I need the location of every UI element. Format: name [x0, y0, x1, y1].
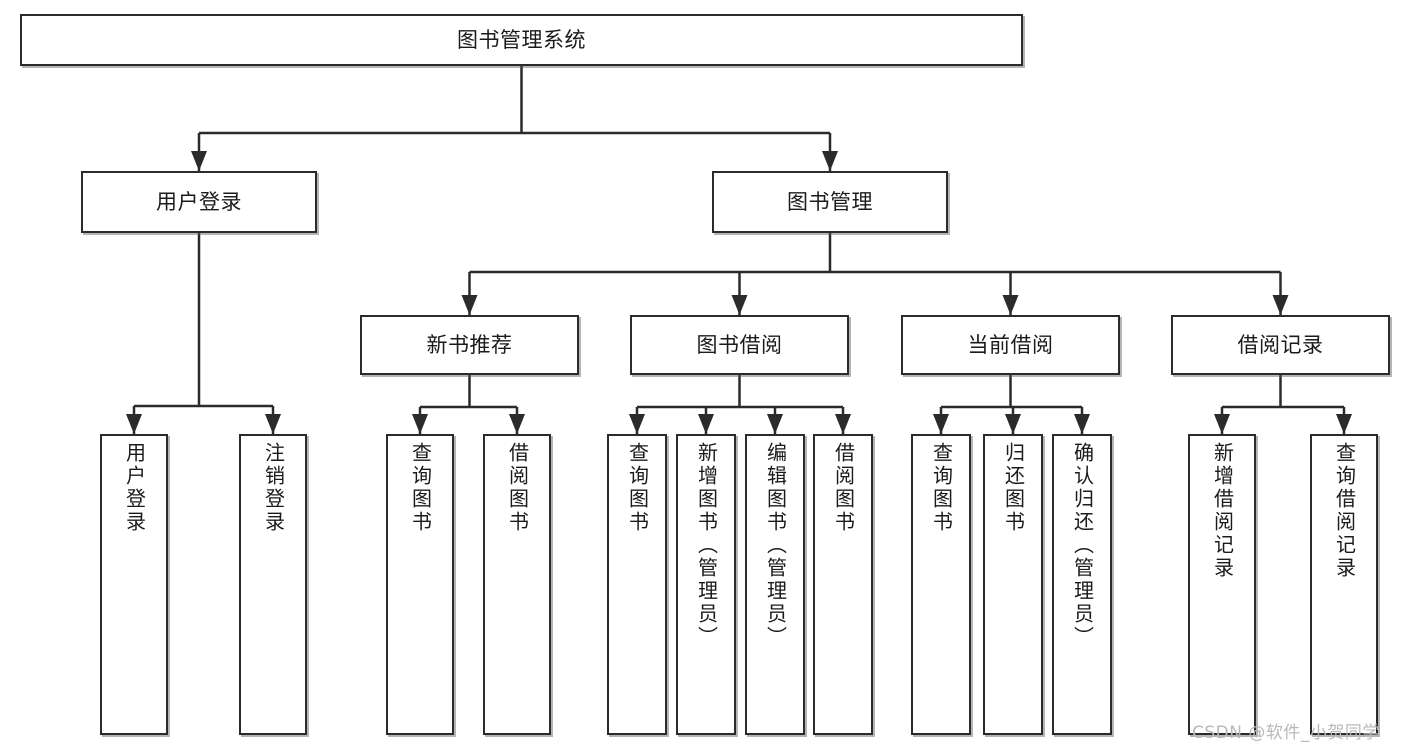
node-label: 新增借阅记录: [1210, 442, 1235, 580]
node-leaf-bor-4[interactable]: 借阅图书: [813, 434, 873, 735]
node-label: 借阅图书: [831, 442, 856, 534]
edge-arrowhead: [1336, 414, 1352, 434]
node-current[interactable]: 当前借阅: [901, 315, 1120, 375]
node-leaf-login-2[interactable]: 注销登录: [239, 434, 307, 735]
edge-arrowhead: [1005, 414, 1021, 434]
edge-arrowhead: [412, 414, 428, 434]
node-leaf-bor-1[interactable]: 查询图书: [607, 434, 667, 735]
node-label: 查询图书: [929, 442, 954, 534]
node-borrow[interactable]: 图书借阅: [630, 315, 849, 375]
node-records[interactable]: 借阅记录: [1171, 315, 1390, 375]
node-label: 查询借阅记录: [1332, 442, 1357, 580]
node-newbooks[interactable]: 新书推荐: [360, 315, 579, 375]
node-leaf-bor-3[interactable]: 编辑图书（管理员）: [745, 434, 805, 735]
node-leaf-rec-2[interactable]: 查询借阅记录: [1310, 434, 1378, 735]
node-label: 借阅图书: [505, 442, 530, 534]
node-label: 归还图书: [1001, 442, 1026, 534]
node-label: 编辑图书（管理员）: [763, 442, 788, 649]
edge-arrowhead: [767, 414, 783, 434]
node-label: 查询图书: [408, 442, 433, 534]
node-label: 用户登录: [122, 442, 147, 534]
edge-arrowhead: [509, 414, 525, 434]
node-label: 图书管理: [787, 189, 873, 214]
node-label: 图书管理系统: [457, 27, 586, 52]
node-login[interactable]: 用户登录: [81, 171, 317, 233]
node-bookmgmt[interactable]: 图书管理: [712, 171, 948, 233]
node-label: 新书推荐: [426, 332, 513, 357]
edge-arrowhead: [1214, 414, 1230, 434]
node-label: 新增图书（管理员）: [694, 442, 719, 649]
node-label: 用户登录: [156, 189, 242, 214]
edge-arrowhead: [629, 414, 645, 434]
node-leaf-rec-1[interactable]: 新增借阅记录: [1188, 434, 1256, 735]
node-label: 当前借阅: [967, 332, 1054, 357]
edge-arrowhead: [698, 414, 714, 434]
node-root[interactable]: 图书管理系统: [20, 14, 1023, 66]
node-leaf-cur-1[interactable]: 查询图书: [911, 434, 971, 735]
edge-arrowhead: [822, 151, 838, 171]
edge-arrowhead: [1002, 295, 1019, 315]
node-label: 图书借阅: [696, 332, 783, 357]
node-leaf-cur-3[interactable]: 确认归还（管理员）: [1052, 434, 1112, 735]
edge-arrowhead: [731, 295, 748, 315]
node-leaf-bor-2[interactable]: 新增图书（管理员）: [676, 434, 736, 735]
node-leaf-new-2[interactable]: 借阅图书: [483, 434, 551, 735]
node-label: 借阅记录: [1237, 332, 1324, 357]
edge-arrowhead: [933, 414, 949, 434]
node-label: 查询图书: [625, 442, 650, 534]
edge-arrowhead: [461, 295, 478, 315]
node-leaf-cur-2[interactable]: 归还图书: [983, 434, 1043, 735]
edge-arrowhead: [1272, 295, 1289, 315]
edge-arrowhead: [265, 414, 281, 434]
edge-arrowhead: [1074, 414, 1090, 434]
node-leaf-new-1[interactable]: 查询图书: [386, 434, 454, 735]
edge-arrowhead: [191, 151, 207, 171]
node-label: 确认归还（管理员）: [1070, 442, 1095, 649]
edge-arrowhead: [835, 414, 851, 434]
node-label: 注销登录: [261, 442, 286, 534]
node-leaf-login-1[interactable]: 用户登录: [100, 434, 168, 735]
edge-arrowhead: [126, 414, 142, 434]
